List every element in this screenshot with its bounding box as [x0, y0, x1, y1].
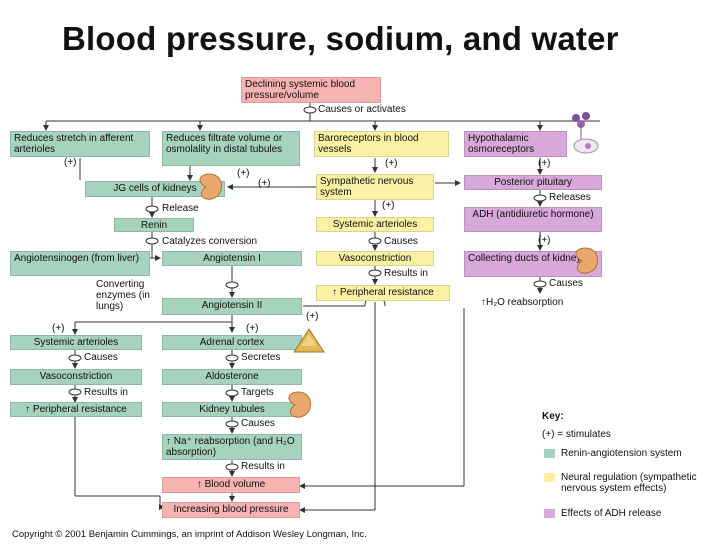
hypothalamic-osmoreceptors-box: Hypothalamic osmoreceptors — [464, 131, 567, 157]
key-stimulates: (+) = stimulates — [542, 429, 611, 440]
releases-label: Releases — [549, 192, 591, 203]
copyright-notice: Copyright © 2001 Benjamin Cummings, an i… — [12, 529, 367, 540]
causes-or-activates-label: Causes or activates — [318, 104, 406, 115]
results-in-label: Results in — [84, 387, 128, 398]
plus-label: (+) — [52, 323, 65, 334]
reduces-stretch-box: Reduces stretch in afferent arterioles — [10, 131, 150, 157]
key-title: Key: — [542, 411, 564, 422]
key-swatch-renin — [544, 449, 555, 458]
angiotensinogen-box: Angiotensinogen (from liver) — [10, 251, 150, 276]
plus-label: (+) — [64, 157, 77, 168]
causes-label: Causes — [84, 352, 118, 363]
angiotensin-2-box: Angiotensin II — [162, 298, 302, 315]
key-renin-system: Renin-angiotension system — [561, 448, 682, 459]
blood-volume-box: ↑ Blood volume — [162, 477, 300, 493]
declining-bp-box: Declining systemic blood pressure/volume — [241, 77, 381, 103]
kidney-icon — [199, 173, 222, 200]
vasoconstriction-left-box: Vasoconstriction — [10, 369, 142, 385]
renin-box: Renin — [114, 218, 194, 232]
plus-label: (+) — [538, 235, 551, 246]
jg-cells-box: JG cells of kidneys — [85, 181, 225, 197]
plus-label: (+) — [306, 311, 319, 322]
posterior-pituitary-box: Posterior pituitary — [464, 175, 602, 190]
aldosterone-box: Aldosterone — [162, 369, 302, 385]
vasoconstriction-mid-box: Vasoconstriction — [316, 251, 434, 266]
kidney-icon — [575, 247, 598, 274]
brain-icon — [572, 112, 599, 154]
key-swatch-adh — [544, 509, 555, 518]
slide-title: Blood pressure, sodium, and water — [62, 20, 619, 57]
sympathetic-nervous-system-box: Sympathetic nervous system — [316, 174, 434, 200]
kidney-tubules-box: Kidney tubules — [162, 402, 302, 417]
plus-label: (+) — [385, 158, 398, 169]
angiotensin-1-box: Angiotensin I — [162, 251, 302, 266]
results-in-label: Results in — [241, 461, 285, 472]
increasing-bp-box: Increasing blood pressure — [162, 502, 300, 518]
results-in-label: Results in — [384, 268, 428, 279]
kidney-icon — [288, 391, 311, 418]
release-label: Release — [162, 203, 199, 214]
na-reabsorption-box: ↑ Na⁺ reabsorption (and H₂O absorption) — [162, 434, 302, 460]
plus-label: (+) — [246, 323, 259, 334]
plus-label: (+) — [538, 158, 551, 169]
adrenal-cortex-box: Adrenal cortex — [162, 335, 302, 350]
adh-box: ADH (antidiuretic hormone) — [464, 207, 602, 232]
catalyzes-label: Catalyzes conversion — [162, 236, 258, 247]
key-adh-effects: Effects of ADH release — [561, 508, 662, 519]
baroreceptors-box: Baroreceptors in blood vessels — [314, 131, 449, 157]
systemic-arterioles-mid-box: Systemic arterioles — [316, 217, 434, 232]
converting-enzymes-label: Converting enzymes (in lungs) — [96, 279, 150, 312]
secretes-label: Secretes — [241, 352, 281, 363]
causes-label: Causes — [241, 418, 275, 429]
targets-label: Targets — [241, 387, 274, 398]
plus-label: (+) — [258, 178, 271, 189]
adrenal-gland-icon — [293, 328, 325, 353]
peripheral-resistance-left-box: ↑ Peripheral resistance — [10, 402, 142, 417]
reduces-filtrate-box: Reduces filtrate volume or osmolality in… — [162, 131, 300, 166]
causes-label: Causes — [549, 278, 583, 289]
plus-label: (+) — [382, 200, 395, 211]
key-neural: Neural regulation (sympathetic nervous s… — [561, 472, 697, 494]
causes-label: Causes — [384, 236, 418, 247]
peripheral-resistance-mid-box: ↑ Peripheral resistance — [316, 285, 450, 301]
systemic-arterioles-left-box: Systemic arterioles — [10, 335, 142, 350]
h2o-reabsorption-label: ↑H₂O reabsorption — [481, 297, 564, 308]
plus-label: (+) — [237, 168, 250, 179]
key-swatch-neural — [544, 473, 555, 482]
